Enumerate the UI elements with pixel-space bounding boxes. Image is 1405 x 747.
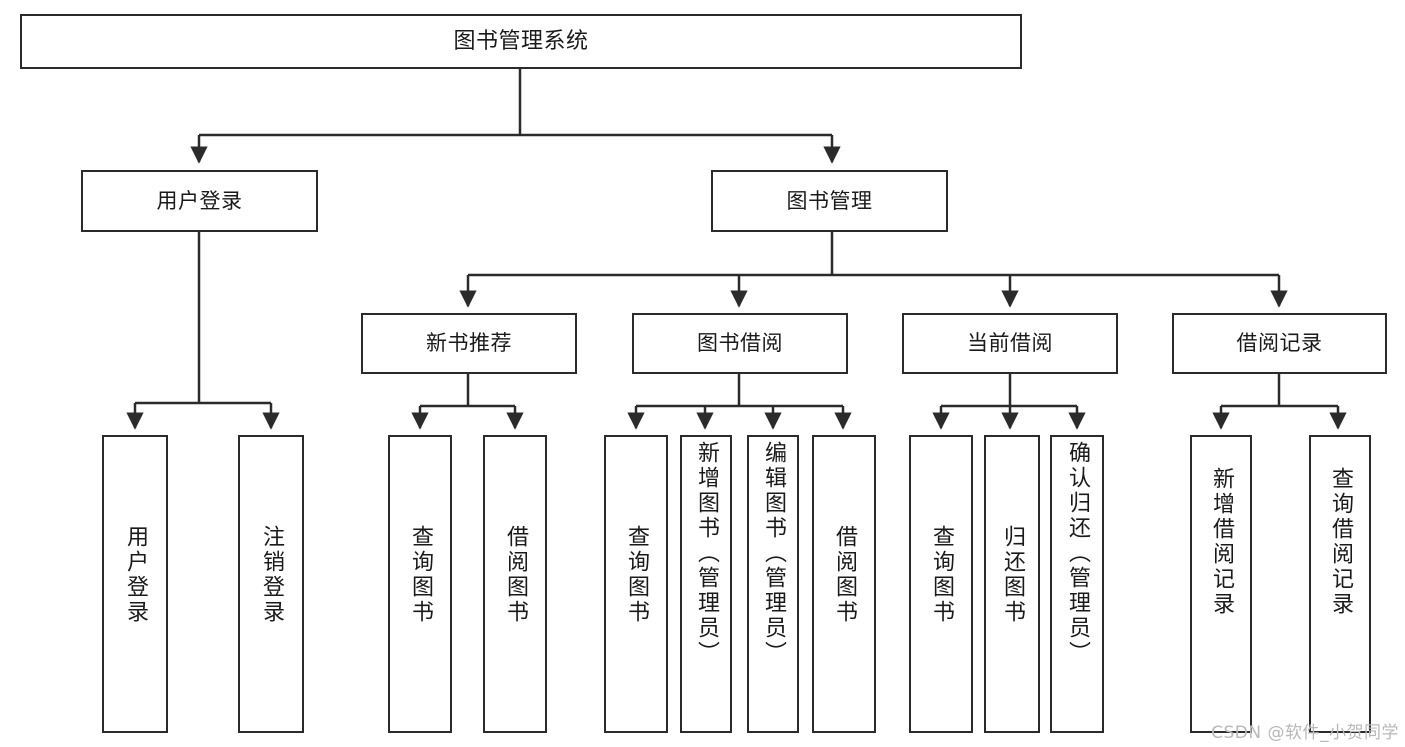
node-root[interactable]: 图书管理系统 [20, 14, 1022, 69]
node-leaf-edit-book[interactable]: 编辑图书（管理员） [747, 435, 799, 733]
node-leaf-add-record[interactable]: 新增借阅记录 [1190, 435, 1252, 733]
node-leaf-confirm-return-label: 确认归还（管理员） [1065, 441, 1090, 666]
node-leaf-query-book-2[interactable]: 查询图书 [604, 435, 668, 733]
node-leaf-add-record-label: 新增借阅记录 [1209, 467, 1234, 617]
node-user-login-label: 用户登录 [156, 188, 243, 213]
node-book-borrow[interactable]: 图书借阅 [632, 313, 848, 374]
node-leaf-add-book[interactable]: 新增图书（管理员） [680, 435, 732, 733]
node-borrow-record[interactable]: 借阅记录 [1172, 313, 1387, 374]
node-leaf-borrow-book-1[interactable]: 借阅图书 [483, 435, 547, 733]
node-leaf-borrow-book-2-label: 借阅图书 [832, 525, 857, 625]
node-leaf-query-book-1[interactable]: 查询图书 [388, 435, 452, 733]
node-new-book-recommend[interactable]: 新书推荐 [361, 313, 577, 374]
node-book-borrow-label: 图书借阅 [697, 331, 783, 356]
node-leaf-edit-book-label: 编辑图书（管理员） [761, 441, 786, 666]
node-leaf-return-book-label: 归还图书 [1000, 525, 1025, 625]
node-leaf-query-record[interactable]: 查询借阅记录 [1309, 435, 1371, 733]
node-root-label: 图书管理系统 [453, 28, 589, 54]
node-leaf-query-book-3[interactable]: 查询图书 [909, 435, 973, 733]
csdn-watermark: CSDN @软件_小贺同学 [1211, 723, 1399, 743]
node-new-book-recommend-label: 新书推荐 [426, 331, 512, 356]
node-leaf-return-book[interactable]: 归还图书 [984, 435, 1040, 733]
node-leaf-user-login-label: 用户登录 [123, 525, 148, 625]
node-borrow-record-label: 借阅记录 [1236, 331, 1323, 356]
node-leaf-borrow-book-1-label: 借阅图书 [503, 525, 528, 625]
node-leaf-logout-label: 注销登录 [259, 525, 284, 625]
node-book-management-label: 图书管理 [786, 188, 873, 213]
node-book-management[interactable]: 图书管理 [711, 170, 948, 232]
node-current-borrow-label: 当前借阅 [967, 331, 1053, 356]
node-leaf-query-book-2-label: 查询图书 [624, 525, 649, 625]
node-leaf-add-book-label: 新增图书（管理员） [694, 441, 719, 666]
node-leaf-borrow-book-2[interactable]: 借阅图书 [812, 435, 876, 733]
node-current-borrow[interactable]: 当前借阅 [902, 313, 1118, 374]
node-leaf-confirm-return[interactable]: 确认归还（管理员） [1050, 435, 1104, 733]
node-leaf-query-book-1-label: 查询图书 [408, 525, 433, 625]
node-leaf-query-book-3-label: 查询图书 [929, 525, 954, 625]
node-leaf-user-login[interactable]: 用户登录 [102, 435, 168, 733]
node-leaf-logout[interactable]: 注销登录 [238, 435, 304, 733]
node-user-login[interactable]: 用户登录 [81, 170, 318, 232]
node-leaf-query-record-label: 查询借阅记录 [1328, 467, 1353, 617]
